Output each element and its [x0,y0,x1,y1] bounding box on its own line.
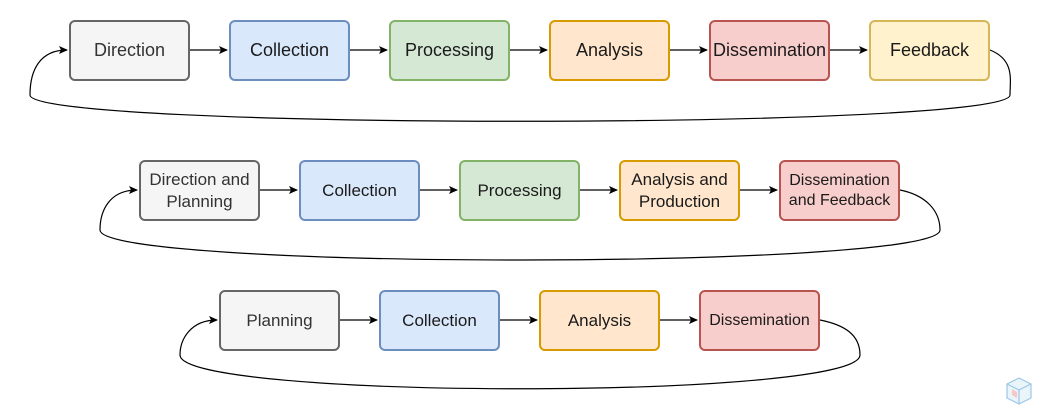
cycle-3-step-analysis: Analysis [539,290,660,351]
cycle-2-step-direction-and-planning: Direction and Planning [139,160,260,221]
cycle-3-step-collection: Collection [379,290,500,351]
cycle-1-step-dissemination: Dissemination [709,20,830,81]
cycle-3-step-dissemination: Dissemination [699,290,820,351]
cycle-1-step-collection: Collection [229,20,350,81]
cycle-2-step-processing: Processing [459,160,580,221]
cube-icon [1006,377,1032,405]
cycle-2-step-analysis-and-production: Analysis and Production [619,160,740,221]
loop-back-2 [99,186,941,261]
cycle-1-step-feedback: Feedback [869,20,990,81]
cycle-1-step-analysis: Analysis [549,20,670,81]
loop-back-3 [179,316,861,390]
cycle-3-step-planning: Planning [219,290,340,351]
cycle-2-step-dissemination-and-feedback: Dissemination and Feedback [779,160,900,221]
cycle-1-step-direction: Direction [69,20,190,81]
loop-back-1 [29,46,1011,122]
cycle-2-step-collection: Collection [299,160,420,221]
cycle-1-step-processing: Processing [389,20,510,81]
